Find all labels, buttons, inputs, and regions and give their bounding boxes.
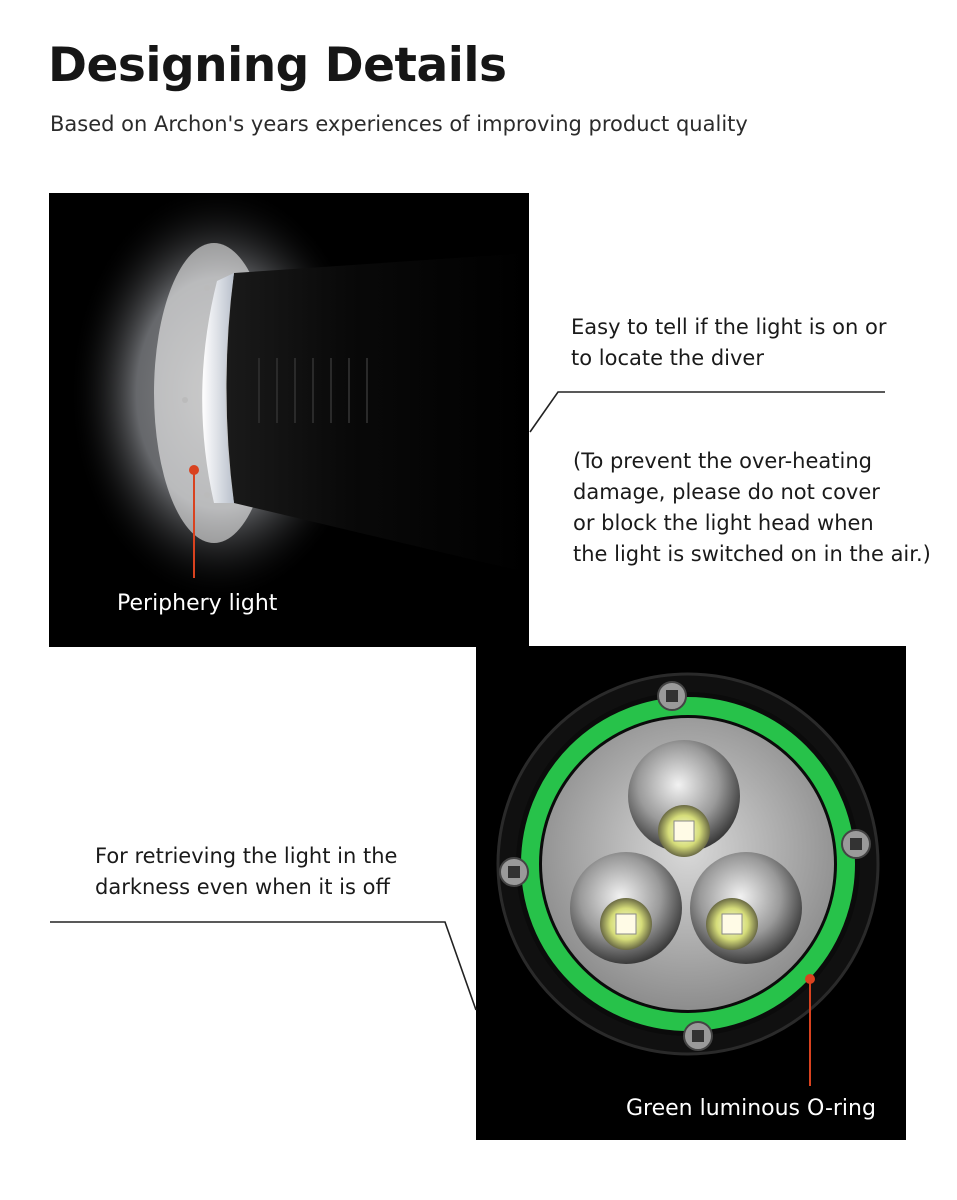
green-oring-label: Green luminous O-ring [626,1096,876,1121]
overheat-warning-line-2: damage, please do not cover [573,480,880,504]
oring-leader-line [50,921,477,1011]
oring-callout-line-1: For retrieving the light in the [95,844,398,868]
page-title: Designing Details [48,38,507,93]
oring-callout: For retrieving the light in the darkness… [95,841,397,903]
periphery-callout-line-2: to locate the diver [571,346,764,370]
overheat-warning-line-3: or block the light head when [573,511,874,535]
overheat-warning-line-4: the light is switched on in the air.) [573,542,931,566]
page-subtitle: Based on Archon's years experiences of i… [50,112,748,136]
periphery-callout: Easy to tell if the light is on or to lo… [571,312,886,374]
periphery-light-label: Periphery light [117,591,278,616]
periphery-light-photo: Periphery light [49,193,529,647]
overheat-warning: (To prevent the over-heating damage, ple… [573,446,931,570]
overheat-warning-line-1: (To prevent the over-heating [573,449,872,473]
periphery-leader-line [529,391,885,433]
periphery-callout-line-1: Easy to tell if the light is on or [571,315,887,339]
oring-callout-line-2: darkness even when it is off [95,875,390,899]
green-oring-photo: Green luminous O-ring [476,646,906,1140]
